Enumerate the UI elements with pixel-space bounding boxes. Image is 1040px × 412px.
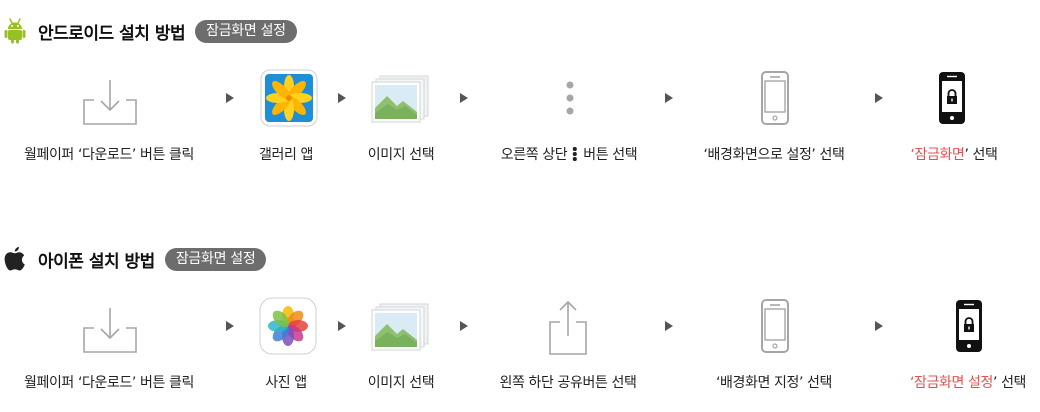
step-arrow [226, 93, 234, 103]
step-label-pre: 오른쪽 상단 [500, 147, 568, 163]
ios-header: 아이폰 설치 방법 잠금화면 설정 [4, 246, 267, 272]
gallery-app-icon[interactable] [259, 68, 319, 128]
android-icon [4, 18, 26, 44]
step-arrow [665, 93, 673, 103]
step-label-post: 버튼 선택 [583, 147, 638, 163]
more-vert-inline-icon [573, 146, 577, 163]
ios-title: 아이폰 설치 방법 [38, 251, 155, 272]
share-icon[interactable] [538, 296, 598, 356]
more-vert-icon[interactable] [540, 68, 600, 128]
image-icon[interactable] [370, 296, 430, 356]
step-arrow [460, 321, 468, 331]
step-label-post: ’ 선택 [992, 375, 1027, 391]
step-label: ‘배경화면 지정’ 선택 [715, 375, 833, 391]
step-label: 이미지 선택 [367, 375, 435, 391]
android-title: 안드로이드 설치 방법 [38, 23, 186, 44]
step-label-highlight: 잠금화면 설정 [914, 375, 993, 391]
android-header: 안드로이드 설치 방법 잠금화면 설정 [4, 18, 297, 44]
step-label: ‘잠금화면’ 선택 [910, 144, 997, 164]
step-arrow [338, 321, 346, 331]
step-label: 오른쪽 상단 버튼 선택 [500, 144, 638, 164]
step-label: 이미지 선택 [367, 147, 435, 163]
ios-badge: 잠금화면 설정 [164, 247, 267, 271]
image-icon[interactable] [370, 68, 430, 128]
android-badge: 잠금화면 설정 [195, 19, 297, 43]
lock-phone-icon [939, 72, 965, 124]
step-label: 사진 앱 [265, 375, 307, 391]
download-icon [83, 308, 137, 353]
step-label: 왼쪽 하단 공유버튼 선택 [499, 375, 637, 391]
step-arrow [875, 93, 883, 103]
phone-icon [761, 71, 789, 125]
step-label: 갤러리 앱 [259, 147, 313, 163]
step-label: ‘잠금화면 설정’ 선택 [910, 372, 1026, 392]
phone-icon [761, 299, 789, 353]
step-arrow [226, 321, 234, 331]
download-icon [83, 80, 137, 125]
lock-phone-icon [956, 300, 982, 352]
step-arrow [665, 321, 673, 331]
step-label: ‘배경화면으로 설정’ 선택 [703, 147, 845, 163]
step-label-post: ’ 선택 [964, 147, 998, 163]
step-arrow [875, 321, 883, 331]
step-arrow [460, 93, 468, 103]
step-label-quote: ‘ [909, 375, 915, 391]
step-arrow [338, 93, 346, 103]
step-label-highlight: 잠금화면 [914, 147, 965, 163]
apple-icon [4, 247, 25, 271]
photos-app-icon[interactable] [258, 296, 318, 356]
step-label: 월페이퍼 ‘다운로드’ 버튼 클릭 [23, 375, 195, 391]
step-label-quote: ‘ [910, 147, 915, 163]
step-label: 월페이퍼 ‘다운로드’ 버튼 클릭 [23, 147, 195, 163]
